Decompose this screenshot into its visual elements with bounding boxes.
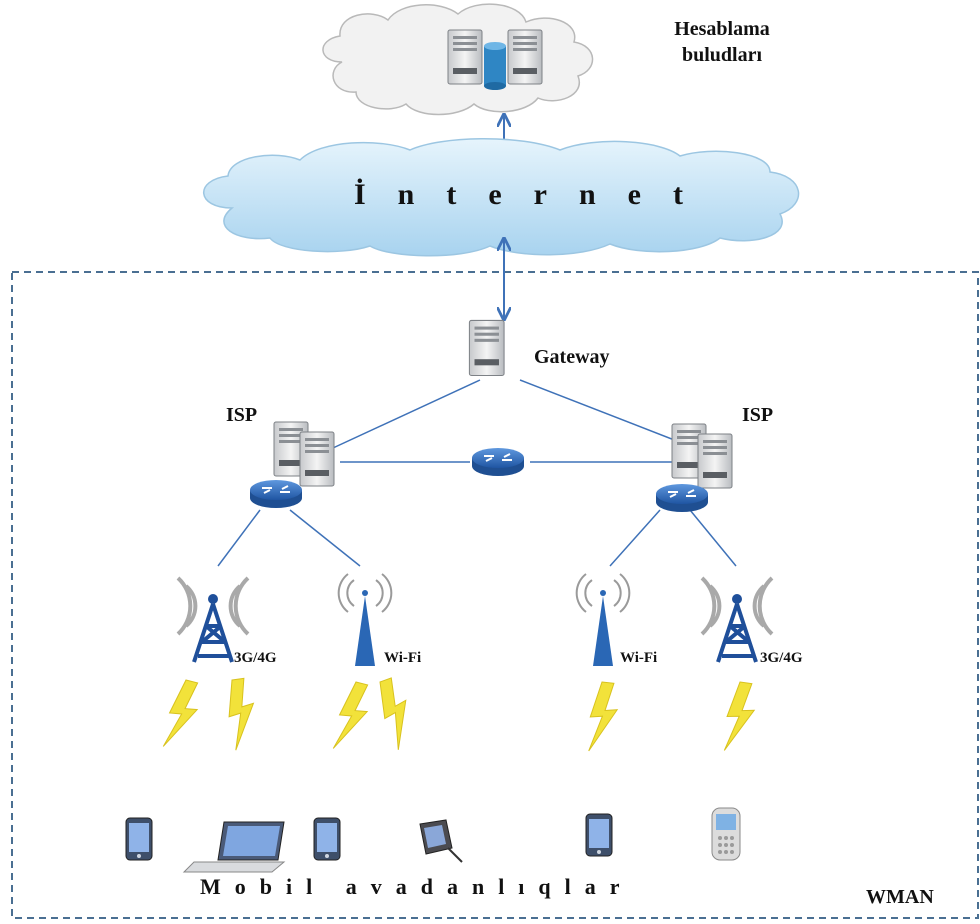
router-icon — [471, 447, 525, 477]
backbone-links — [217, 379, 737, 567]
smartphone-icon — [125, 817, 153, 861]
lightning-icon — [371, 675, 422, 752]
feature-phone-icon — [711, 807, 741, 861]
wman-region-border — [11, 271, 979, 919]
lightning-icon — [330, 679, 374, 755]
smartphone-icon — [585, 813, 613, 857]
wman-label: WMAN — [866, 886, 934, 908]
lightning-icon — [223, 676, 261, 751]
tower-label-1: 3G/4G — [234, 650, 277, 666]
cloud-title: Hesablama buludları — [662, 16, 782, 68]
isp-left-router-icon — [249, 479, 303, 509]
internet-cloud — [203, 138, 800, 257]
internet-label: İnternet — [354, 178, 715, 211]
lightning-icon — [160, 677, 204, 753]
wireless-links — [160, 675, 759, 755]
isp-left-label: ISP — [226, 404, 258, 426]
devices-caption: Mobil avadanlıqlar — [200, 874, 634, 899]
tower-label-4: 3G/4G — [760, 650, 803, 666]
cloud-title-line1: Hesablama — [674, 18, 770, 40]
wifi-antenna-right-icon — [575, 573, 631, 666]
pda-icon — [419, 819, 463, 863]
isp-right-router-icon — [655, 483, 709, 513]
cloud-title-line2: buludları — [681, 44, 763, 66]
cell-tower-left-icon — [176, 576, 250, 663]
database-icon — [484, 42, 506, 90]
lightning-icon — [586, 680, 621, 754]
smartphone-icon — [313, 817, 341, 861]
gateway-label: Gateway — [534, 346, 610, 368]
tower-label-2: Wi-Fi — [384, 650, 422, 666]
gateway-server-icon — [468, 319, 505, 377]
lightning-icon — [721, 680, 759, 755]
wifi-antenna-left-icon — [337, 573, 393, 666]
isp-right-server-icon — [671, 423, 733, 489]
isp-left-server-icon — [273, 421, 335, 487]
cell-tower-right-icon — [700, 576, 774, 663]
isp-right-label: ISP — [742, 404, 774, 426]
tower-label-3: Wi-Fi — [620, 650, 658, 666]
laptop-icon — [182, 821, 286, 873]
server-cluster-icon — [447, 29, 543, 90]
